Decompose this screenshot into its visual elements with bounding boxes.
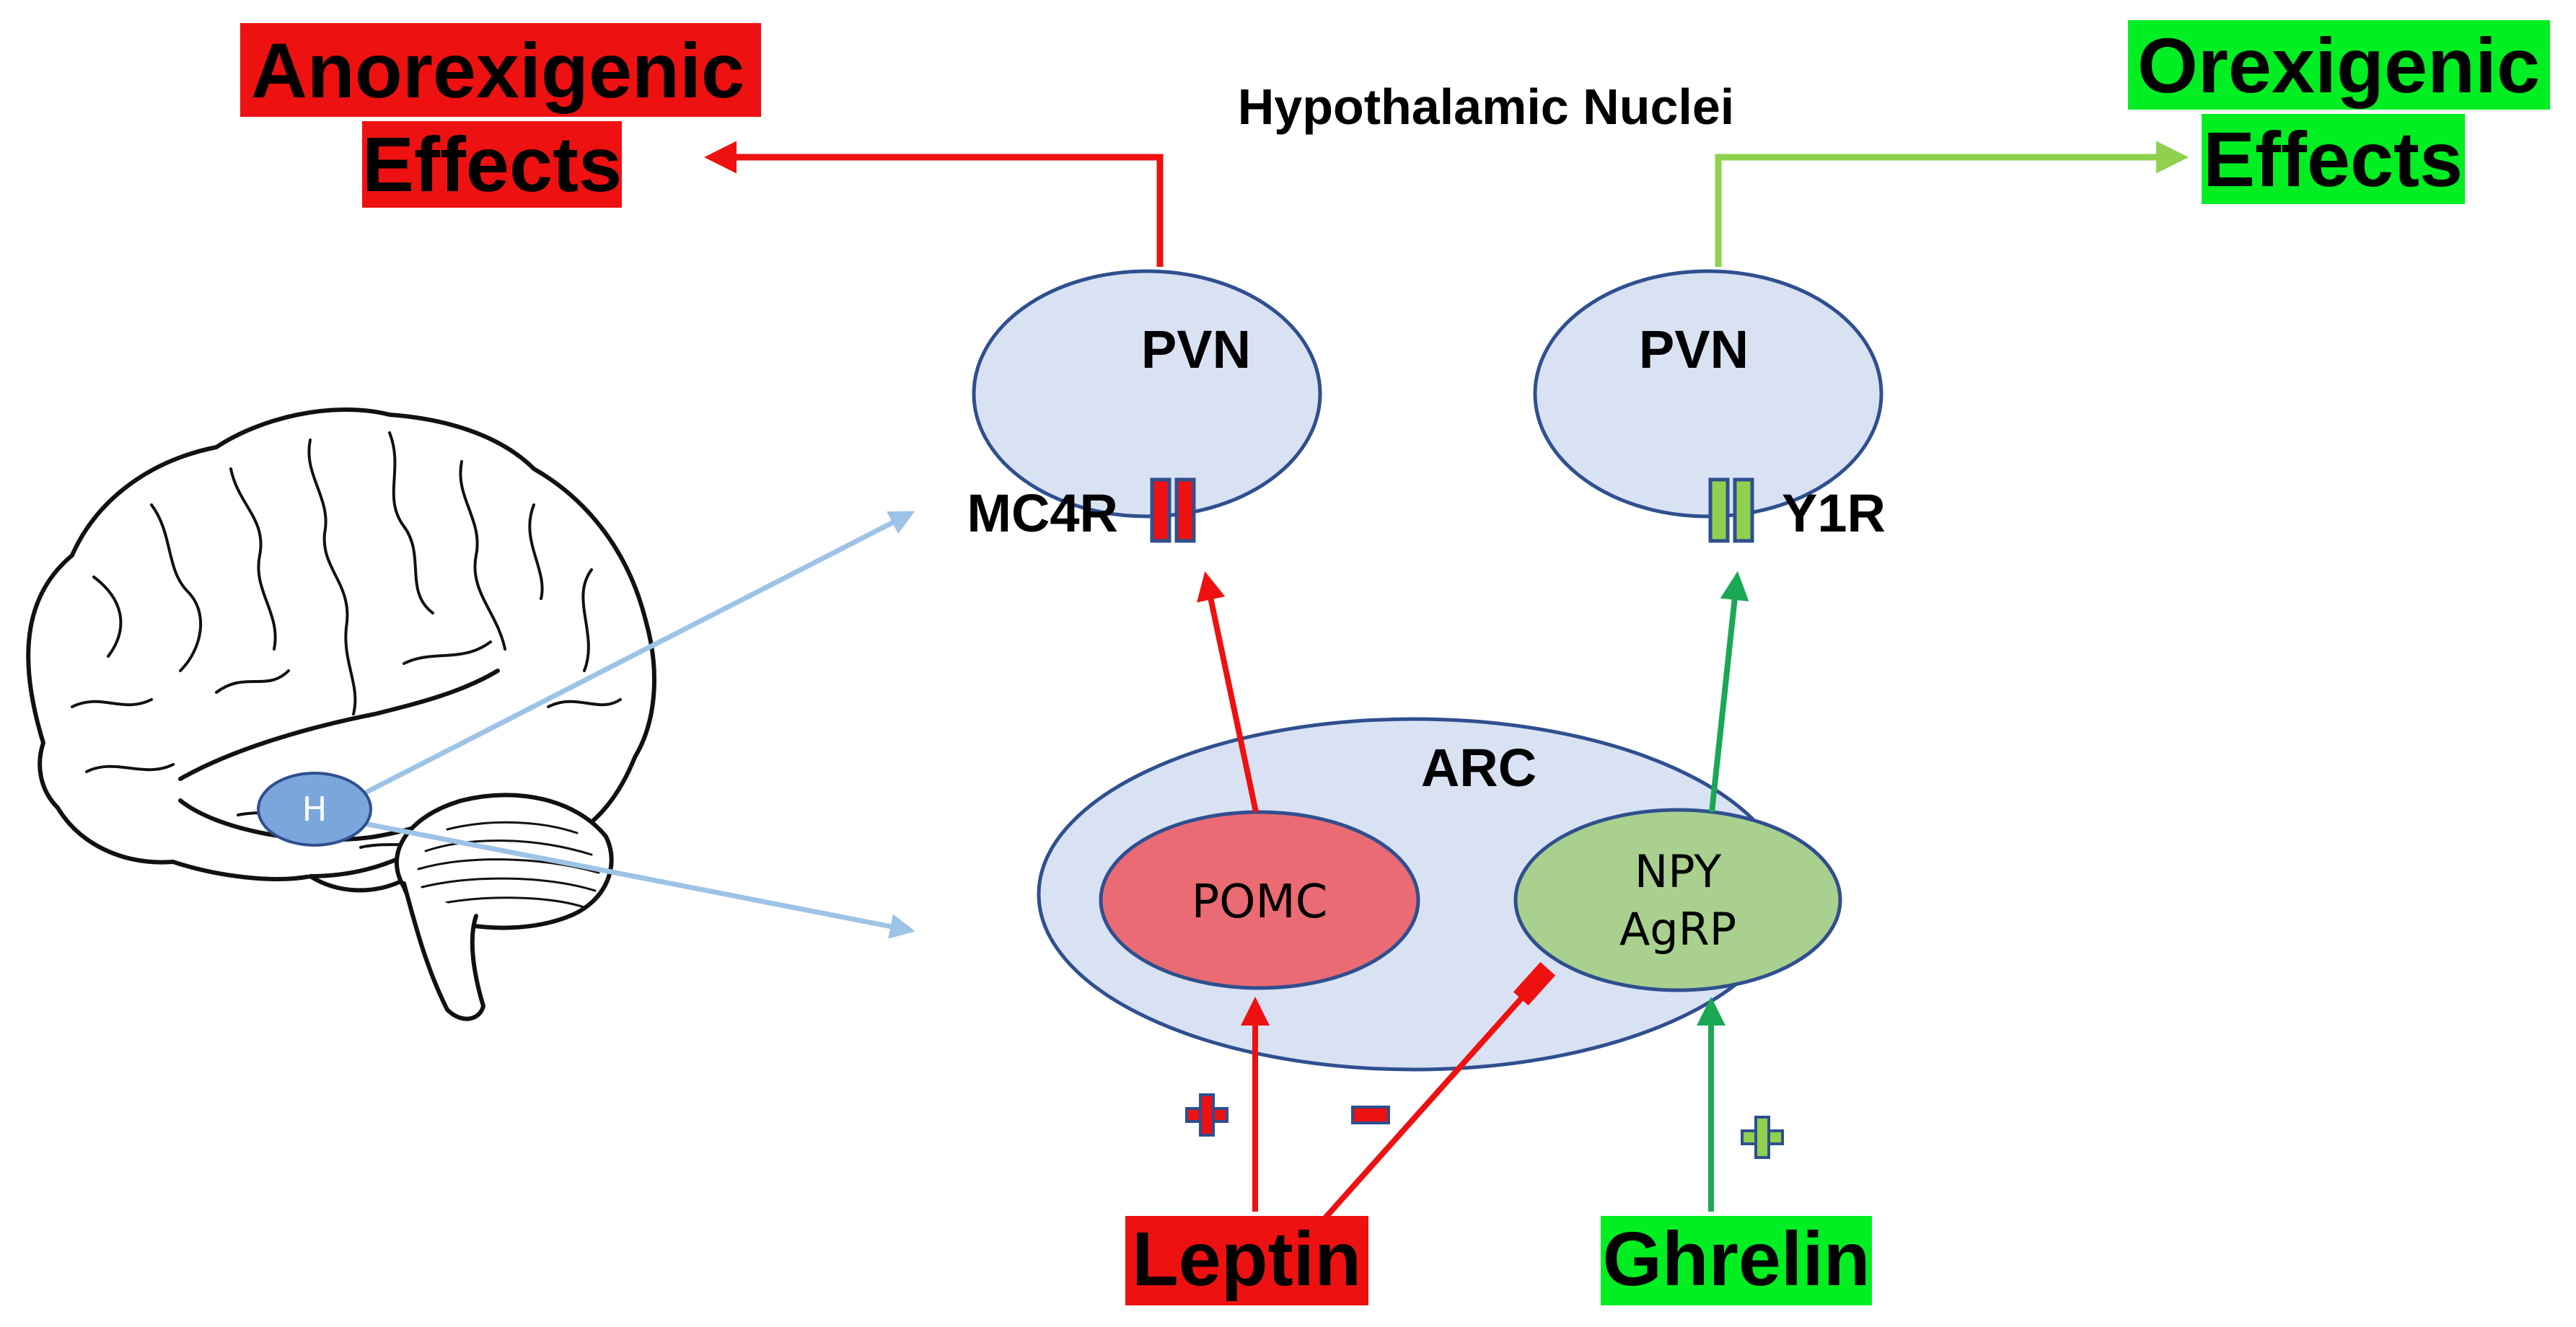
leptin-inhibition-minus-icon: [1351, 1106, 1390, 1124]
brain-pointer-upper-arrow: [356, 511, 915, 800]
leptin-inhibits-npy-line: [1309, 987, 1531, 1235]
orexigenic-effects-box: Orexigenic Effects: [2128, 20, 2550, 204]
npy-to-y1r-arrow: [1709, 571, 1749, 813]
pomc-label: POMC: [1192, 876, 1328, 929]
ghrelin-label: Ghrelin: [1602, 1217, 1870, 1302]
npy-label: NPY: [1635, 845, 1721, 898]
orexigenic-label-line1: Orexigenic: [2137, 22, 2540, 109]
pvn-right-label: PVN: [1639, 319, 1749, 379]
cerebellum-folia: [417, 821, 600, 909]
pomc-to-mc4r-arrow: [1197, 571, 1259, 813]
mc4r-label: MC4R: [967, 483, 1118, 543]
ghrelin-box: Ghrelin: [1601, 1216, 1872, 1305]
brain-illustration: [26, 407, 656, 1021]
pvn-left-label: PVN: [1141, 319, 1251, 379]
pomc-neuron: [1099, 810, 1420, 990]
anorexigenic-output-arrow: [704, 141, 1164, 267]
agrp-label: AgRP: [1619, 903, 1736, 956]
mc4r-receptor-icon: [1150, 477, 1196, 543]
leptin-label: Leptin: [1132, 1217, 1361, 1302]
y1r-label: Y1R: [1782, 483, 1886, 543]
pvn-left-nucleus: [972, 269, 1322, 519]
y1r-receptor-icon: [1708, 477, 1754, 543]
hypothalamus-label: H: [302, 790, 328, 829]
hypothalamus-marker: [257, 772, 372, 847]
brain-outline: [26, 407, 656, 893]
anorexigenic-label-line1: Anorexigenic: [251, 27, 744, 114]
brain-stem: [402, 881, 485, 1021]
leptin-stimulation-plus-icon: [1185, 1093, 1228, 1137]
leptin-box: Leptin: [1125, 1216, 1368, 1305]
orexigenic-label-line2: Effects: [2203, 115, 2463, 203]
brain-pointer-lower-arrow: [356, 819, 915, 939]
arc-label: ARC: [1421, 738, 1537, 798]
pvn-right-nucleus: [1533, 269, 1883, 519]
leptin-inhibition-bar-icon: [1513, 961, 1556, 1006]
orexigenic-output-arrow: [1715, 141, 2189, 267]
hypothalamic-nuclei-title: Hypothalamic Nuclei: [1238, 79, 1735, 135]
lateral-sulcus: [178, 669, 500, 781]
anorexigenic-effects-box: Anorexigenic Effects: [240, 23, 761, 208]
ghrelin-stimulation-plus-icon: [1741, 1116, 1784, 1159]
npy-agrp-neuron: [1513, 808, 1842, 992]
anorexigenic-label-line2: Effects: [362, 120, 622, 208]
